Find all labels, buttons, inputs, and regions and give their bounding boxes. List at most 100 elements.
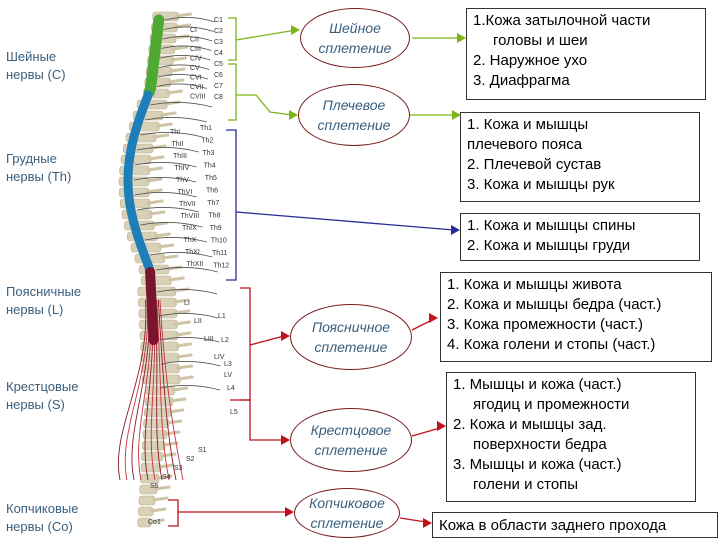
cauda-equina-strand <box>157 299 177 481</box>
vertebra <box>119 198 151 209</box>
nerve-label: S4 <box>162 474 171 481</box>
vertebra-process <box>159 111 177 117</box>
nerve-label: Th1 <box>200 125 212 132</box>
vertebra-process <box>172 298 190 304</box>
cord-thoracic <box>123 90 155 276</box>
nerve-label: ThVI <box>178 189 193 196</box>
nerve-cervical <box>157 74 209 80</box>
nerve-label: ThIV <box>175 165 190 172</box>
target-line: 3. Кожа и мышцы рук <box>467 176 615 193</box>
targets-cervical: 1.Кожа затылочной части головы и шеи 2. … <box>466 8 706 100</box>
nerve-label: LII <box>194 318 202 325</box>
vertebra-process <box>171 386 189 392</box>
vertebra-process <box>173 23 191 29</box>
target-line: Кожа в области заднего прохода <box>439 517 667 534</box>
nerve-label: S3 <box>174 465 183 472</box>
nerve-label: Th6 <box>206 188 218 195</box>
cord-lumbar <box>145 267 159 345</box>
nerve-label: Co1 <box>148 519 161 526</box>
nerve-thoracic <box>140 132 203 138</box>
nerve-label: CII <box>190 37 199 44</box>
arrow-lumbar <box>281 331 290 341</box>
nerve-label: ThV <box>176 177 189 184</box>
vertebra-process <box>161 254 179 260</box>
vertebra-process <box>151 496 169 502</box>
vertebra-process <box>166 89 184 95</box>
vertebra-process <box>175 353 193 359</box>
target-line: 2. Кожа и мышцы зад. <box>453 416 607 433</box>
nerve-cervical <box>163 26 214 32</box>
nerve-cervical <box>156 83 207 89</box>
cord-cervical <box>143 14 165 98</box>
region-label-coccygeal: Копчиковые нервы (Со) <box>6 501 79 534</box>
nerve-label: LI <box>184 300 190 307</box>
nerve-label: LIII <box>204 336 214 343</box>
target-line: 3. Мышцы и кожа (част.) <box>453 456 622 473</box>
nerve-label: CV <box>190 65 200 72</box>
vertebra-process <box>157 243 175 249</box>
nerve-label: Th8 <box>208 213 220 220</box>
vertebra <box>118 187 150 198</box>
target-line: головы и шеи <box>493 32 588 49</box>
arrow-coccygeal-target-head <box>423 518 432 528</box>
target-line: 2. Кожа и мышцы груди <box>467 237 631 254</box>
nerve-thoracic <box>144 117 208 123</box>
vertebra-process <box>168 67 186 73</box>
vertebra-process <box>147 518 165 524</box>
nerve-label: LV <box>224 372 232 379</box>
arrow-sacral-target-head <box>437 421 446 431</box>
nerve-lumbar <box>158 313 219 319</box>
vertebra-process <box>148 210 166 216</box>
nerve-label: C8 <box>214 94 223 101</box>
arrow-brachial <box>289 110 298 120</box>
plexus-cervical: Шейное сплетение <box>300 8 410 68</box>
vertebra <box>137 286 177 297</box>
nerve-label: C7 <box>214 83 223 90</box>
nerve-label: C5 <box>214 61 223 68</box>
vertebra-process <box>146 199 164 205</box>
vertebra-process <box>167 78 185 84</box>
nerve-label: S1 <box>198 447 207 454</box>
bracket-thoracic <box>226 129 455 281</box>
vertebra-process <box>153 485 171 491</box>
nerve-thoracic <box>136 147 200 153</box>
nerve-thoracic <box>140 222 203 228</box>
vertebra-process <box>146 166 164 172</box>
vertebra-process <box>175 12 193 18</box>
vertebra-process <box>165 419 183 425</box>
nerve-label: L2 <box>221 337 229 344</box>
vertebra-process <box>159 452 177 458</box>
nerve-label: C4 <box>214 50 223 57</box>
nerve-lumbar <box>159 337 220 343</box>
nerve-label: Th5 <box>205 175 217 182</box>
vertebra-process <box>174 331 192 337</box>
vertebra-process <box>171 45 189 51</box>
bracket-lumbar <box>240 287 285 401</box>
vertebra-process <box>152 133 170 139</box>
spinal-nerves <box>118 17 221 481</box>
arrow-lumbar-target <box>411 319 433 331</box>
vertebra-process <box>173 309 191 315</box>
nerve-label: ThX <box>184 237 197 244</box>
target-line: голени и стопы <box>473 476 579 493</box>
targets-brachial: 1. Кожа и мышцы плечевого пояса 2. Плече… <box>460 112 700 202</box>
cauda-equina-strand <box>156 299 170 481</box>
vertebra-process <box>169 397 187 403</box>
nerve-cervical <box>162 36 213 42</box>
bracket-coccygeal <box>168 499 288 527</box>
target-line: 1. Кожа и мышцы <box>467 116 589 133</box>
nerve-label: CIV <box>190 56 202 63</box>
nerve-thoracic <box>150 252 213 258</box>
vertebra-process <box>155 122 173 128</box>
vertebra-process <box>176 375 194 381</box>
plexus-sacral: Крестцовое сплетение <box>290 408 412 472</box>
nerve-thoracic <box>155 267 219 273</box>
cauda-equina-strand <box>159 299 184 481</box>
spinal-cord <box>123 14 165 345</box>
nerve-label: L5 <box>230 409 238 416</box>
target-line: 2. Кожа и мышцы бедра (част.) <box>447 296 662 313</box>
cauda-equina-strand <box>118 299 147 481</box>
arrow-sacral <box>281 435 290 445</box>
bracket-cervical <box>228 17 297 61</box>
